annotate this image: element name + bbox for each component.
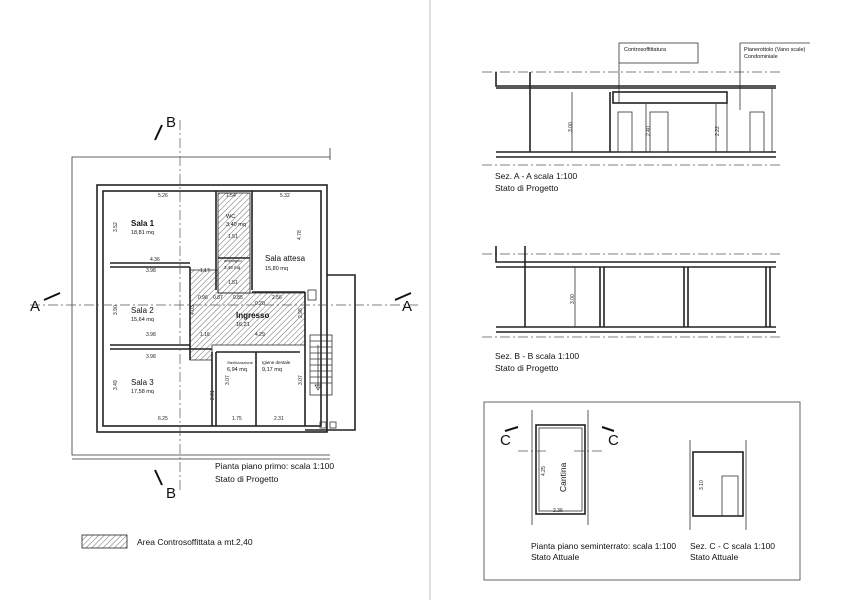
room-area-sterilizzazione: 6,94 mq (227, 367, 247, 373)
room-name-antibagno: antibagno (224, 258, 242, 263)
dimension-label: 3.00 (570, 294, 576, 304)
room-name-sala-attesa: Sala attesa (265, 254, 306, 263)
section-cc: 3.10 Sez. C - C scala 1:100 Stato Attual… (689, 440, 775, 562)
room-name-sala2: Sala 2 (131, 306, 154, 315)
room-name-sala1: Sala 1 (131, 219, 155, 228)
terrace-outline (71, 156, 330, 456)
dimension-label: 3.10 (699, 480, 705, 490)
room-area-wc: 3,40 mq (226, 222, 246, 228)
room-name-igiene-dentale: Igiene dentale (262, 360, 291, 365)
dimension-label: 3.98 (146, 268, 156, 274)
dimension-label: 3.07 (225, 375, 231, 385)
dimension-label: 2.22 (715, 126, 721, 136)
room-name-sala3: Sala 3 (131, 378, 154, 387)
section-label-c-right: C (608, 432, 619, 449)
section-cc-status: Stato Attuale (690, 552, 738, 562)
basement-frame (483, 401, 801, 581)
section-aa: Controsoffittatura Pianerottolo (Vano sc… (482, 42, 810, 193)
dimension-label: 5.26 (158, 193, 168, 199)
dimension-label: 3.49 (113, 380, 119, 390)
dimension-label: 0.87 (213, 295, 223, 301)
dimension-label: 1.16 (200, 332, 210, 338)
room-area-ingresso: 16,21 (236, 322, 250, 328)
room-area-sala3: 17,58 mq (131, 389, 154, 395)
dimension-label: 1.51 (228, 234, 238, 240)
section-bb-status: Stato di Progetto (495, 363, 559, 373)
dimension-label: 1.75 (232, 416, 242, 422)
room-name-wc: WC (226, 214, 235, 220)
plan-status: Stato di Progetto (215, 474, 279, 484)
basement-title: Pianta piano seminterrato: scala 1:100 (531, 541, 676, 551)
dimension-label: 3.98 (146, 354, 156, 360)
dimension-label: 4.25 (541, 466, 547, 476)
room-name-cantina: Cantina (558, 462, 568, 492)
section-label-c-left: C (500, 432, 511, 449)
cantina-wall (535, 424, 586, 515)
room-area-sala1: 18,81 mq (131, 230, 154, 236)
dimension-label: 0.20 (255, 301, 265, 307)
callout-condominiale-text: Condominiale (744, 54, 778, 60)
room-name-ingresso: Ingresso (236, 311, 269, 320)
section-label-a-left: A (30, 298, 40, 315)
dimension-label: 3.07 (298, 375, 304, 385)
plan-title: Pianta piano primo: scala 1:100 (215, 461, 334, 471)
dimension-label: 2.36 (553, 508, 563, 514)
section-label-b-bottom: B (166, 485, 176, 502)
section-aa-status: Stato di Progetto (495, 183, 559, 193)
dimension-label: 4.03 (190, 305, 196, 315)
floor-plan: B B A A Sala 1 18,81 mq WC 3,40 mq Sala … (30, 114, 420, 502)
callout-pianerottolo-text: Pianerottolo (Vano scale) (744, 47, 806, 53)
dimension-label: 5.32 (280, 193, 290, 199)
legend-hatch-swatch (81, 534, 128, 549)
dimension-label: 6.25 (158, 416, 168, 422)
dimension-label: 3.90 (113, 305, 119, 315)
dimension-label: 0.85 (233, 295, 243, 301)
hatched-wc (217, 192, 251, 294)
dimension-label: 0.96 (198, 295, 208, 301)
callout-controsoffittatura-text: Controsoffittatura (624, 47, 667, 53)
plan-dimensions: 5.26 1.54 5.32 3.52 4.78 4.36 1.51 3.98 … (113, 193, 304, 422)
section-bb-title: Sez. B - B scala 1:100 (495, 351, 579, 361)
dimension-label: 4.29 (255, 332, 265, 338)
callout-controsoffittatura (618, 42, 699, 64)
staircase (305, 274, 356, 431)
room-area-antibagno: 3,48 mq (224, 265, 241, 270)
room-area-sala2: 15,64 mq (131, 317, 154, 323)
section-label-a-right: A (402, 298, 412, 315)
dimension-label: 4.36 (150, 257, 160, 263)
dimension-label: 2.98 (298, 308, 304, 318)
room-area-igiene-dentale: 9,17 mq (262, 367, 282, 373)
section-bb: 3.00 Sez. B - B scala 1:100 Stato di Pro… (482, 246, 780, 373)
dimension-label: 3.52 (113, 222, 119, 232)
section-label-b-top: B (166, 114, 176, 131)
dimension-label: 1.51 (228, 280, 238, 286)
section-aa-title: Sez. A - A scala 1:100 (495, 171, 577, 181)
dimension-label: 3.00 (568, 122, 574, 132)
dimension-label: 4.78 (297, 230, 303, 240)
legend-label: Area Controsoffittata a mt.2,40 (137, 537, 253, 547)
room-name-sterilizzazione: Sterilizzazione (227, 360, 254, 365)
dimension-label: 2.40 (646, 126, 652, 136)
section-cc-title: Sez. C - C scala 1:100 (690, 541, 775, 551)
outer-wall (96, 184, 328, 433)
dimension-label: 1.54 (226, 193, 236, 199)
dimension-label: 3.98 (146, 332, 156, 338)
dimension-label: 1.17 (200, 268, 210, 274)
basement-plan: C C Cantina 4.25 2.36 Pianta piano semin… (500, 410, 676, 562)
room-area-sala-attesa: 15,80 mq (265, 266, 288, 272)
dimension-label: 2.56 (272, 295, 282, 301)
dimension-label: 2.91 (210, 390, 216, 400)
dimension-label: 2.31 (274, 416, 284, 422)
basement-status: Stato Attuale (531, 552, 579, 562)
